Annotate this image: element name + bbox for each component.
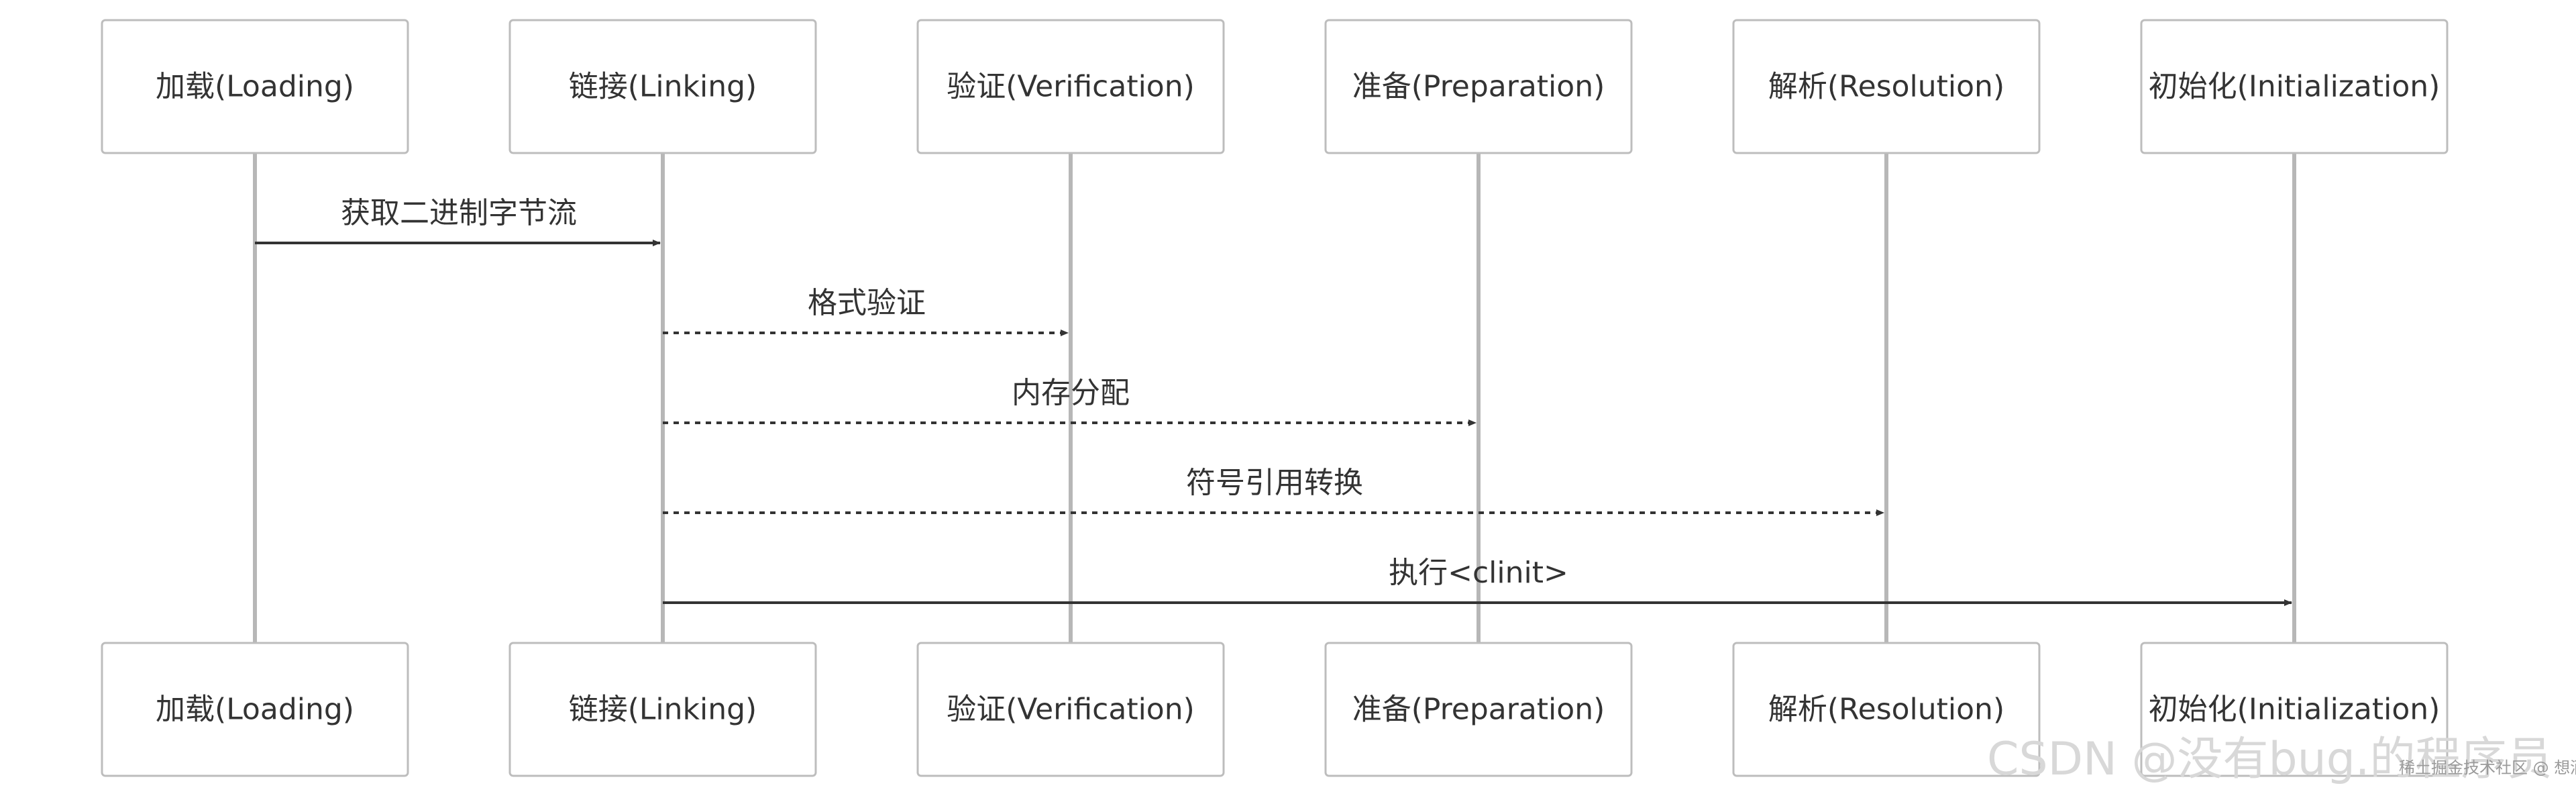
- actor-box: [2140, 642, 2449, 777]
- actor-top-initialization: 初始化(Initialization): [2140, 19, 2449, 154]
- message-label: 内存分配: [1012, 376, 1130, 410]
- actor-label: 验证(Verification): [947, 70, 1195, 104]
- actor-bottom-initialization: 初始化(Initialization): [2140, 642, 2449, 777]
- actor-top-loading: 加载(Loading): [101, 19, 409, 154]
- actor-label: 链接(Linking): [569, 693, 757, 727]
- actor-box: [916, 19, 1225, 154]
- actor-label: 初始化(Initialization): [2149, 693, 2440, 727]
- actor-label: 加载(Loading): [156, 693, 354, 727]
- message-linking-to-resolution: 符号引用转换: [663, 466, 1884, 516]
- actor-label: 初始化(Initialization): [2149, 70, 2440, 104]
- actor-top-preparation: 准备(Preparation): [1324, 19, 1633, 154]
- message-loading-to-linking: 获取二进制字节流: [255, 196, 661, 246]
- watermark-text: CSDN @没有bug.的程序员: [1987, 733, 2553, 786]
- actor-box: [101, 642, 409, 777]
- watermark-subtext: 稀土掘金技术社区 @ 想酒: [2399, 758, 2576, 777]
- actor-bottom-preparation: 准备(Preparation): [1324, 642, 1633, 777]
- actor-label: 准备(Preparation): [1352, 693, 1605, 727]
- actor-label: 解析(Resolution): [1768, 70, 2004, 104]
- actor-top-linking: 链接(Linking): [508, 19, 817, 154]
- message-linking-to-initialization: 执行<clinit>: [663, 556, 2292, 606]
- message-linking-to-preparation: 内存分配: [663, 376, 1477, 426]
- actor-bottom-loading: 加载(Loading): [101, 642, 409, 777]
- actor-box: [101, 19, 409, 154]
- actor-box: [916, 642, 1225, 777]
- actor-label: 验证(Verification): [947, 693, 1195, 727]
- actor-label: 加载(Loading): [156, 70, 354, 104]
- message-label: 格式验证: [808, 286, 926, 320]
- actor-box: [508, 642, 817, 777]
- actor-label: 解析(Resolution): [1768, 693, 2004, 727]
- actor-box: [1732, 642, 2041, 777]
- actor-top-resolution: 解析(Resolution): [1732, 19, 2041, 154]
- message-label: 获取二进制字节流: [341, 196, 577, 230]
- actor-top-verification: 验证(Verification): [916, 19, 1225, 154]
- actor-box: [1324, 642, 1633, 777]
- actor-box: [1324, 19, 1633, 154]
- actor-bottom-resolution: 解析(Resolution): [1732, 642, 2041, 777]
- actor-bottom-verification: 验证(Verification): [916, 642, 1225, 777]
- message-label: 符号引用转换: [1186, 466, 1363, 500]
- actor-bottom-linking: 链接(Linking): [508, 642, 817, 777]
- actor-box: [508, 19, 817, 154]
- actor-label: 准备(Preparation): [1352, 70, 1605, 104]
- actor-box: [2140, 19, 2449, 154]
- message-linking-to-verification: 格式验证: [663, 286, 1069, 336]
- message-label: 执行<clinit>: [1389, 556, 1568, 590]
- actor-label: 链接(Linking): [569, 70, 757, 104]
- actor-box: [1732, 19, 2041, 154]
